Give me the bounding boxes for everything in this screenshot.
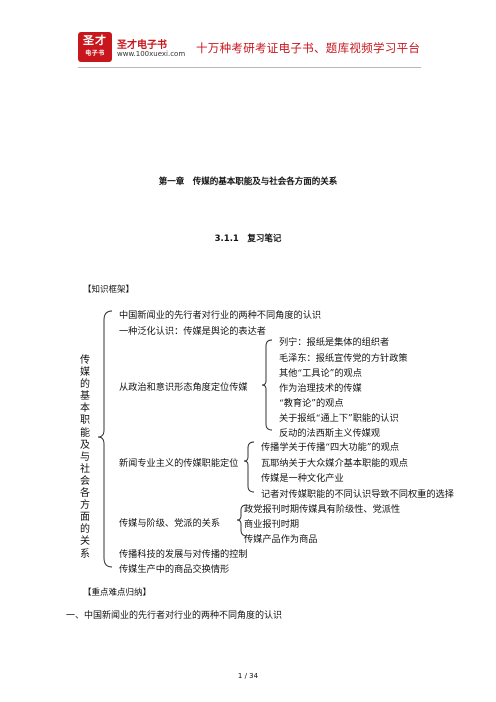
group3-item: 传媒产品作为商品: [244, 534, 318, 545]
brand-url[interactable]: www.100xuexi.com: [117, 50, 186, 58]
group2-item: 瓦耶纳关于大众媒介基本职能的观点: [261, 458, 408, 469]
logo-line1: 圣才: [83, 34, 107, 47]
group2-label: 新闻专业主义的传媒职能定位: [119, 458, 239, 469]
brand-logo: 圣才 电子书: [78, 32, 112, 62]
group3-item: 政党报刊时期传媒具有阶级性、党派性: [244, 504, 401, 515]
brace-group2: [243, 441, 255, 493]
group3-label: 传媒与阶级、党派的关系: [119, 518, 221, 529]
page-number: 1 / 34: [237, 672, 259, 680]
group1-item: 毛泽东：报纸宣传党的方针政策: [279, 353, 408, 364]
main-brace: [97, 310, 113, 568]
node-7: 传媒生产中的商品交换情形: [119, 564, 230, 575]
node-1: 中国新闻业的先行者对行业的两种不同角度的认识: [119, 310, 322, 321]
node-2: 一种泛化认识：传媒是舆论的表达者: [119, 326, 266, 337]
point-1-heading: 一、中国新闻业的先行者对行业的两种不同角度的认识: [66, 611, 283, 621]
group1-item: 作为治理技术的传媒: [279, 383, 362, 394]
group1-item: “教育论”的观点: [279, 398, 344, 409]
header-divider: [78, 67, 421, 68]
brace-group3: [236, 504, 248, 537]
group2-item: 记者对传媒职能的不同认识导致不同权重的选择: [261, 489, 454, 500]
header-slogan: 十万种考研考证电子书、题库视频学习平台: [196, 41, 421, 55]
group1-item: 其他“工具论”的观点: [279, 368, 362, 379]
keypoints-label: 【重点难点归纳】: [83, 588, 152, 598]
group1-item: 关于报纸“通上下”职能的认识: [279, 413, 399, 424]
section-title: 3.1.1 复习笔记: [214, 234, 282, 244]
chapter-title: 第一章 传媒的基本职能及与社会各方面的关系: [158, 177, 338, 187]
brand-name: 圣才电子书: [117, 40, 167, 51]
group1-item: 列宁：报纸是集体的组织者: [279, 337, 390, 348]
framework-label: 【知识框架】: [83, 285, 135, 295]
group2-item: 传媒是一种文化产业: [261, 473, 344, 484]
group3-item: 商业报刊时期: [244, 519, 300, 530]
group2-item: 传播学关于传播“四大功能”的观点: [261, 442, 400, 453]
group1-item: 反动的法西斯主义传媒观: [279, 428, 381, 439]
logo-line2: 电子书: [85, 50, 105, 57]
root-label: 传媒的基本职能及与社会各方面的关系: [80, 355, 90, 560]
brace-group1: [261, 339, 273, 431]
group1-label: 从政治和意识形态角度定位传媒: [119, 382, 248, 393]
node-6: 传播科技的发展与对传播的控制: [119, 549, 248, 560]
